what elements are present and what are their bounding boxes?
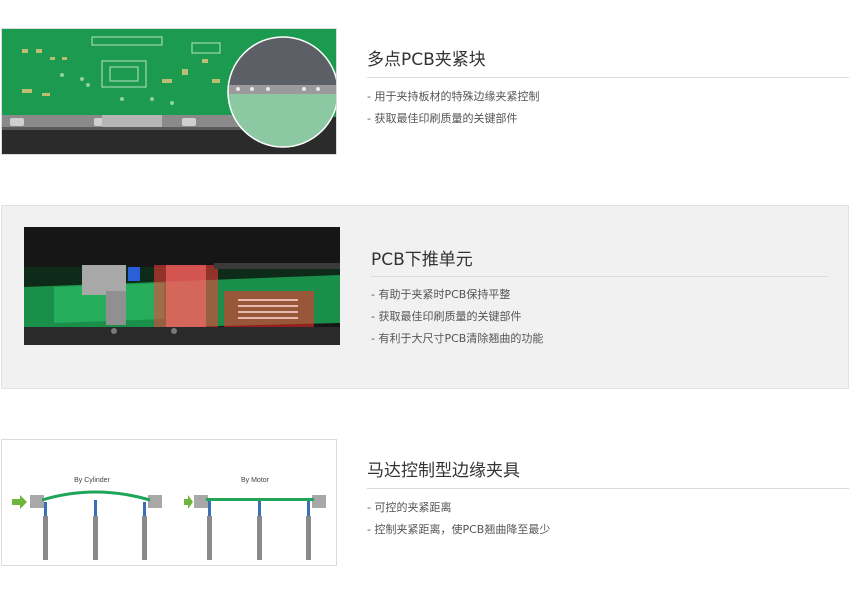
title-divider (367, 488, 849, 489)
diagram-label-cylinder: By Cylinder (74, 477, 110, 484)
feature-title: 马达控制型边缘夹具 (367, 461, 520, 481)
clamp-diagram: By Cylinder By Motor (1, 439, 337, 566)
feature-motor-edge-clamp: By Cylinder By Motor 马达控制型边缘夹具 (0, 420, 851, 602)
arrow-right-icon (184, 495, 193, 509)
feature-multipoint-clamp: 多点PCB夹紧块 - 用于夹持板材的特殊边缘夹紧控制 - 获取最佳印刷质量的关键… (0, 0, 851, 180)
diagram-label-motor: By Motor (241, 477, 270, 484)
bullet-item: - 控制夹紧距离，使PCB翘曲降至最少 (367, 523, 551, 536)
feature-title: PCB下推单元 (371, 250, 473, 270)
feature-title: 多点PCB夹紧块 (367, 50, 486, 70)
feature-bullets: - 用于夹持板材的特殊边缘夹紧控制 - 获取最佳印刷质量的关键部件 (367, 86, 539, 130)
feature-pcb-pushdown: PCB下推单元 - 有助于夹紧时PCB保持平整 - 获取最佳印刷质量的关键部件 … (1, 205, 849, 389)
arrow-right-icon (12, 495, 27, 509)
bullet-item: - 获取最佳印刷质量的关键部件 (367, 112, 518, 125)
bullet-item: - 可控的夹紧距离 (367, 501, 452, 514)
pushdown-photo (24, 227, 340, 345)
clamp-photo (1, 28, 337, 155)
feature-bullets: - 可控的夹紧距离 - 控制夹紧距离，使PCB翘曲降至最少 (367, 497, 550, 541)
title-divider (371, 276, 828, 277)
bullet-item: - 用于夹持板材的特殊边缘夹紧控制 (367, 90, 540, 103)
bullet-item: - 有利于大尺寸PCB清除翘曲的功能 (371, 332, 544, 345)
feature-bullets: - 有助于夹紧时PCB保持平整 - 获取最佳印刷质量的关键部件 - 有利于大尺寸… (371, 284, 543, 350)
bullet-item: - 获取最佳印刷质量的关键部件 (371, 310, 522, 323)
title-divider (367, 77, 849, 78)
bullet-item: - 有助于夹紧时PCB保持平整 (371, 288, 511, 301)
